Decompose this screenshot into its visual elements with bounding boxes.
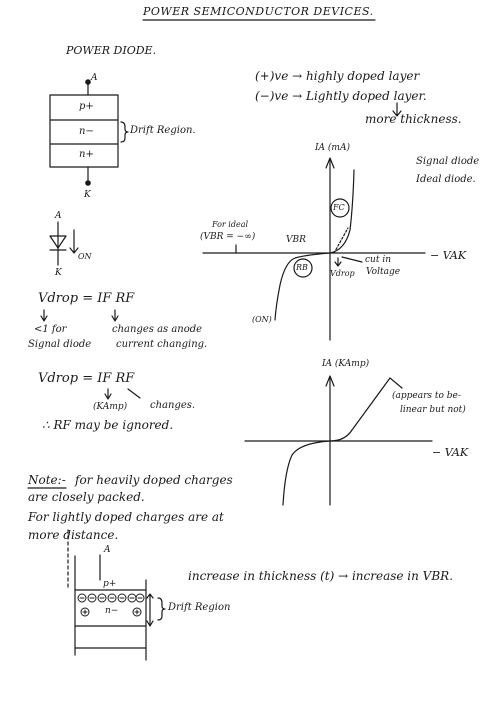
- eq1-left-note1: <1 for: [34, 324, 67, 335]
- fc-circle: [330, 198, 350, 218]
- graph2-note1: (appears to be-: [392, 391, 461, 401]
- graph1-on-label: (ON): [252, 315, 272, 324]
- bottom-layer-n-label: n−: [105, 606, 119, 616]
- rb-circle: [293, 258, 313, 278]
- drift-region-brace: [120, 121, 129, 143]
- symbol-current-arrow: [69, 229, 79, 254]
- bottom-diode-structure: [67, 529, 166, 661]
- vdrop-arrow: [334, 257, 342, 267]
- vdrop-label: Vdrop: [330, 269, 355, 278]
- eq1-right-note1: changes as anode: [112, 324, 203, 335]
- layer-n-plus-label: n+: [79, 149, 94, 160]
- doping-line3: more thickness.: [365, 112, 462, 126]
- note-line1: for heavily doped charges: [75, 473, 233, 487]
- graph1-x-label: − VAK: [430, 249, 467, 262]
- diode-structure-block: [49, 79, 129, 186]
- layer-p-label: p+: [79, 101, 94, 112]
- drift-region-label: Drift Region.: [130, 125, 196, 136]
- diode-symbol: [49, 221, 79, 266]
- symbol-anode-label: A: [55, 211, 62, 221]
- cathode-terminal: [85, 180, 91, 186]
- doping-down-arrow: [392, 102, 402, 117]
- bottom-increase-note: increase in thickness (t) → increase in …: [188, 569, 454, 583]
- eq2-kamp: (KAmp): [93, 402, 128, 412]
- cathode-label: K: [84, 190, 91, 200]
- symbol-on-label: ON: [78, 252, 92, 261]
- graph1-forward-curve: [329, 169, 355, 254]
- for-ideal-label: For ideal: [212, 220, 249, 229]
- power-diode-heading: POWER DIODE.: [66, 44, 157, 57]
- page-title: POWER SEMICONDUCTOR DEVICES.: [143, 5, 374, 18]
- note-label: Note:-: [28, 473, 66, 487]
- bottom-brace: [157, 597, 166, 621]
- graph2-y-label: IA (KAmp): [322, 359, 370, 369]
- anode-label: A: [91, 73, 98, 83]
- graph1-y-arrow: [325, 157, 335, 169]
- diode-block-outline: [49, 94, 119, 168]
- eq2-right-arrow: [127, 388, 141, 399]
- thickness-marker: [146, 593, 154, 627]
- anode-terminal: [85, 79, 91, 85]
- ideal-diode-legend: Ideal diode.: [416, 174, 476, 185]
- eq1-left-arrow: [40, 309, 48, 322]
- bottom-drift-region-label: Drift Region: [168, 602, 231, 613]
- note-line3: For lightly doped charges are at: [28, 510, 224, 524]
- graph2-note-pointer: [389, 377, 403, 389]
- note-line4: more distance.: [28, 528, 119, 542]
- graph2-reverse-curve: [282, 440, 331, 506]
- layer-n-minus-label: n−: [79, 126, 94, 137]
- bottom-anode-label: A: [104, 545, 111, 555]
- doping-line1: (+)ve → highly doped layer: [255, 69, 420, 83]
- eq1-main: Vdrop = IF RF: [38, 291, 135, 306]
- graph1-axes: [202, 157, 426, 341]
- graph1-ideal-dashed: [333, 227, 349, 254]
- eq2-left-arrow: [104, 388, 112, 400]
- vbr-label: VBR: [286, 235, 306, 245]
- graph2-y-arrow: [325, 375, 335, 387]
- cut-in-label: cut in: [365, 255, 391, 265]
- vbr-infinity-label: (VBR = −∞): [200, 232, 256, 242]
- symbol-cathode-label: K: [55, 268, 62, 278]
- cut-in-arrow: [341, 256, 363, 263]
- graph1-reverse-curve: [274, 252, 331, 321]
- graph2-forward-curve: [329, 377, 391, 442]
- rb-label: RB: [296, 263, 308, 272]
- voltage-label: Voltage: [366, 267, 401, 277]
- graph2-x-label: − VAK: [432, 446, 469, 459]
- eq1-left-note2: Signal diode: [28, 339, 92, 350]
- eq2-changes: changes.: [150, 400, 196, 411]
- eq1-right-note2: current changing.: [116, 339, 208, 350]
- signal-diode-legend: Signal diode: [416, 156, 480, 167]
- doping-line2: (−)ve → Lightly doped layer.: [255, 89, 427, 103]
- bottom-layer-p-label: p+: [103, 579, 117, 589]
- eq1-right-arrow: [111, 309, 119, 322]
- note-line2: are closely packed.: [28, 490, 145, 504]
- eq2-main: Vdrop = IF RF: [38, 371, 135, 386]
- graph1-y-label: IA (mA): [315, 143, 350, 153]
- eq2-ignored: ∴ RF may be ignored.: [42, 418, 174, 432]
- fc-label: FC: [333, 203, 345, 212]
- charge-circles: [77, 593, 145, 617]
- symbol-triangle: [49, 235, 67, 249]
- graph2-note2: linear but not): [400, 405, 466, 415]
